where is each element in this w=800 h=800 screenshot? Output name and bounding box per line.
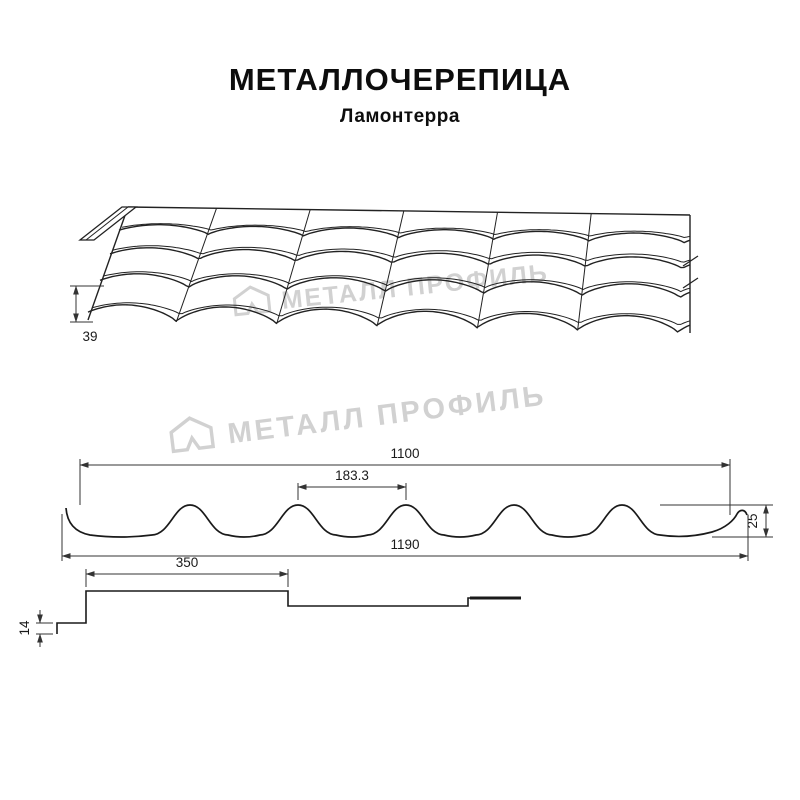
module-step-profile (56, 590, 521, 634)
watermark: МЕТАЛЛ ПРОФИЛЬ (169, 380, 548, 454)
tile-trough-line (376, 210, 405, 327)
tile-row-wave (121, 223, 691, 239)
tile-row-wave (118, 224, 691, 244)
watermark-text: МЕТАЛЛ ПРОФИЛЬ (280, 259, 550, 315)
page-title: МЕТАЛЛОЧЕРЕПИЦА (228, 62, 572, 97)
tile-row-wave (87, 304, 691, 333)
tile-trough-line (476, 212, 498, 329)
tile-cross-section-curve (65, 504, 748, 538)
tile-row-wave (99, 273, 691, 298)
tile-trough-line (577, 213, 592, 331)
break-mark (682, 255, 699, 267)
tile-row-wave (91, 302, 691, 325)
dimension-label-183: 183.3 (335, 468, 369, 483)
dimension-label-25: 25 (745, 513, 760, 528)
watermark-text: МЕТАЛЛ ПРОФИЛЬ (226, 380, 548, 451)
cross-section-view: 1100 183.3 25 1190 (61, 446, 773, 561)
dimension-label-39: 39 (82, 329, 97, 344)
dimension-label-1100: 1100 (390, 446, 419, 461)
break-mark (682, 277, 699, 289)
metall-profil-logo-icon (169, 416, 216, 454)
sheet-edge-cap-line (85, 206, 129, 241)
tile-row-wave (112, 245, 691, 263)
sheet-left-edge (87, 206, 129, 321)
dimension-label-14: 14 (17, 620, 32, 636)
page-subtitle: Ламонтерра (340, 106, 460, 127)
dimension-label-350: 350 (176, 555, 199, 570)
perspective-view: 39 (70, 206, 699, 344)
dimension-label-1190: 1190 (390, 537, 419, 552)
sheet-back-edge (127, 206, 691, 216)
tile-row-wave (109, 247, 691, 269)
sheet-edge-cap (78, 206, 138, 241)
tile-trough-line (175, 208, 217, 323)
tile-row-wave (102, 271, 691, 293)
metall-profil-logo-icon (232, 285, 272, 317)
tile-trough-line (276, 209, 311, 325)
drawing-header: МЕТАЛЛОЧЕРЕПИЦА Ламонтерра (0, 62, 800, 128)
module-profile-view: 350 14 (17, 555, 521, 647)
